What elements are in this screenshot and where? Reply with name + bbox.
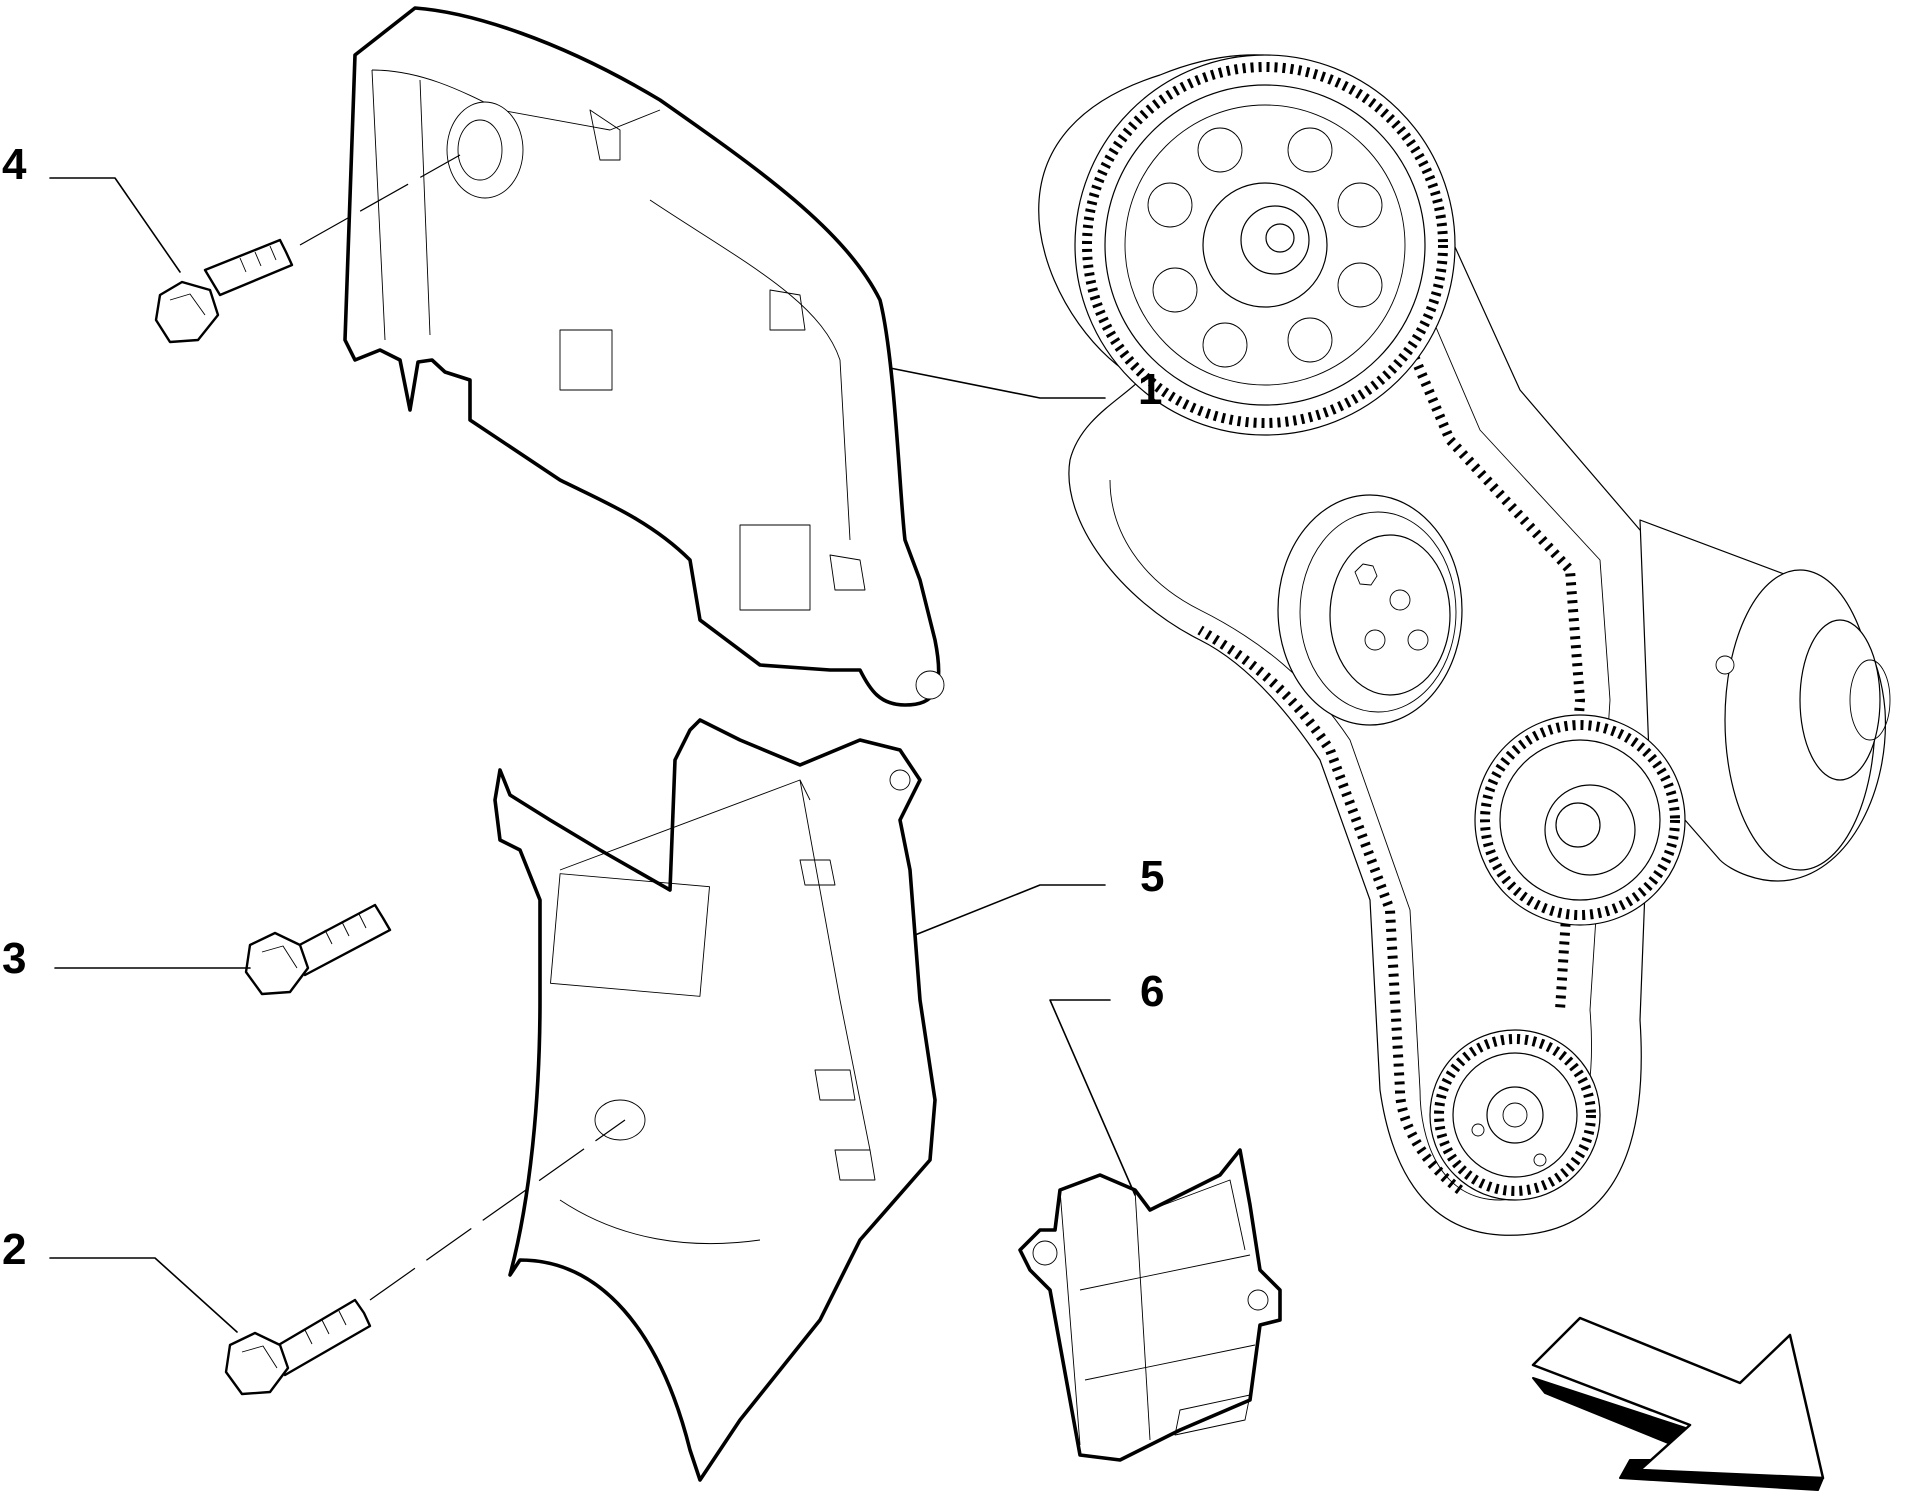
bolt-2	[224, 1298, 372, 1396]
tensioner-pulley	[1277, 494, 1463, 726]
callout-1: 1	[1138, 365, 1163, 414]
callout-5: 5	[1140, 852, 1165, 901]
cover-bracket	[1018, 1148, 1282, 1462]
bolt-4	[154, 238, 294, 344]
direction-arrow-icon	[1531, 1316, 1825, 1491]
idler-gear	[1474, 714, 1686, 926]
timing-belt-assembly	[1038, 54, 1891, 1236]
callout-4: 4	[2, 140, 27, 189]
upper-timing-cover	[343, 6, 945, 707]
lower-timing-cover	[493, 718, 937, 1482]
callout-3: 3	[2, 934, 27, 983]
bolt-3	[244, 903, 392, 996]
callout-2: 2	[2, 1225, 27, 1274]
camshaft-gear	[1074, 54, 1456, 436]
callout-6: 6	[1140, 967, 1165, 1016]
leader-lines	[49, 177, 1136, 1333]
crankshaft-gear	[1429, 1029, 1601, 1201]
water-pump	[1639, 519, 1891, 882]
